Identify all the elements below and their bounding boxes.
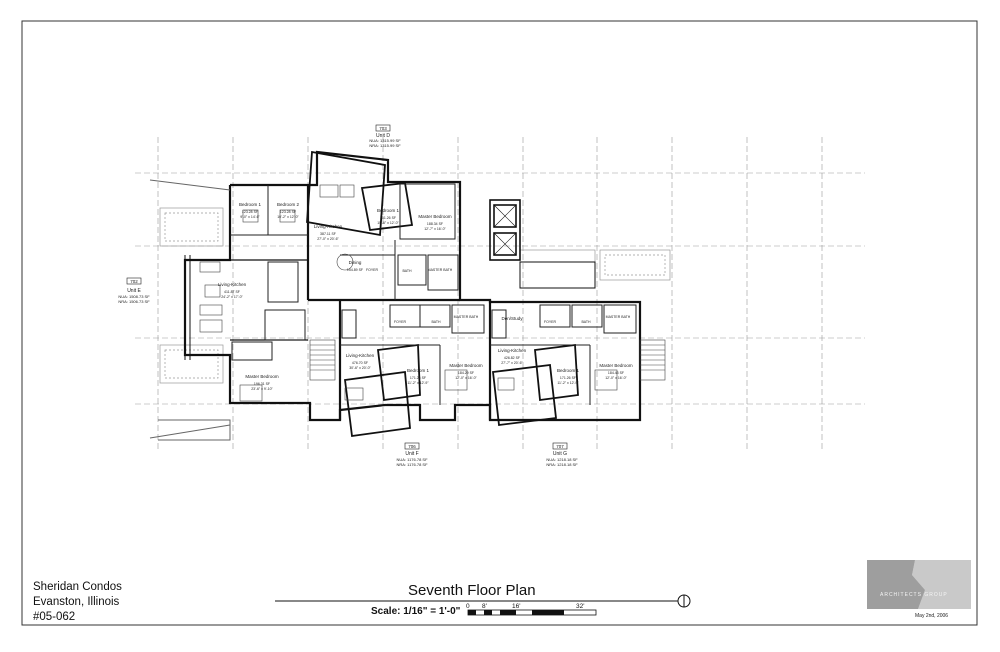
room-label: FOYER: [366, 268, 379, 272]
room-dims: 27'-7" x 20'-6": [501, 361, 523, 365]
unit-e-nra: NRA: 1506.73 SF: [118, 299, 150, 304]
room-area: 426.82 SF: [504, 356, 520, 360]
unit-e-number: 702: [130, 279, 138, 284]
unit-d-number: 703: [379, 126, 387, 131]
unit-e-nua: NUA: 1508.73 SF: [118, 294, 150, 299]
room-dims: 12'-0" x 16'-0": [605, 376, 627, 380]
room-area: 171.26 SF: [560, 376, 576, 380]
scale-tick: 16': [512, 603, 521, 610]
room-dims: 12'-7" x 16'-0": [424, 227, 446, 231]
elevator-core: [489, 199, 596, 289]
unit-f-name: Unit F: [405, 451, 418, 457]
room-label: Bedroom 2: [277, 202, 300, 207]
room-dims: 30'-6" x 20'-0": [349, 366, 371, 370]
room-label: Living-Kitchen: [218, 282, 247, 287]
room-label: Living-Kitchen: [346, 353, 375, 358]
unit-d-nua: NUA: 1315.99 SF: [369, 138, 401, 143]
room-label: MASTER BATH: [606, 315, 631, 319]
room-label: Master Bedroom: [245, 374, 279, 379]
room-dims: 10'-2" x 12'-0": [277, 215, 299, 219]
room-dims: 12'-0" x 16'-0": [455, 376, 477, 380]
unit-f-nra: NRA: 1176.78 SF: [396, 462, 428, 467]
room-dims: 24'-2" x 17'-0": [221, 295, 243, 299]
room-label: Bedroom 1: [407, 368, 430, 373]
room-area: 151.26 SF: [380, 216, 396, 220]
unit-g-nua: NUA: 1218.18 SF: [546, 457, 578, 462]
room-label: Dining: [349, 260, 362, 265]
room-label: BATH: [431, 320, 441, 324]
project-location: Evanston, Illinois: [33, 596, 120, 608]
column-grid: [135, 137, 865, 450]
room-area: 171.26 SF: [410, 376, 426, 380]
room-dims: 11'-2" x 12'-9": [407, 381, 429, 385]
unit-g-name: Unit G: [553, 451, 567, 457]
room-area: 476.70 SF: [352, 361, 368, 365]
room-label: FOYER: [544, 320, 557, 324]
room-area: 196.31 SF: [254, 382, 270, 386]
scale-tick: 32': [576, 603, 585, 610]
room-label: Bedroom 1: [239, 202, 262, 207]
room-area: 411.87 SF: [224, 290, 240, 294]
unit-d-name: Unit D: [376, 133, 390, 139]
room-dims: 27'-0" x 20'-6": [317, 237, 339, 241]
unit-f-nua: NUA: 1176.78 SF: [396, 457, 428, 462]
scale-bar: [467, 609, 597, 616]
firm-logo-text: ARCHITECTS GROUP: [880, 592, 948, 598]
project-name: Sheridan Condos: [33, 581, 122, 593]
unit-g-number: 707: [556, 444, 564, 449]
unit-g-nra: NRA: 1218.18 SF: [546, 462, 578, 467]
room-label: Living-Kitchen: [314, 224, 343, 229]
room-label: Master Bedroom: [418, 214, 452, 219]
furniture: [199, 184, 618, 402]
sheet-title: Seventh Floor Plan: [408, 582, 536, 599]
room-area: 123.28 SF: [280, 210, 296, 214]
stairs: [309, 339, 666, 381]
room-label: MASTER BATH: [454, 315, 479, 319]
room-label: Bedroom 1: [557, 368, 580, 373]
unit-d-nra: NRA: 1315.99 SF: [369, 143, 401, 148]
unit-tags: [126, 124, 568, 450]
room-dims: 23'-6" x 9'-10": [251, 387, 273, 391]
sheet-date: May 2nd, 2006: [915, 613, 949, 619]
room-area: 184.29 SF: [458, 371, 474, 375]
unit-e-glazing: [149, 179, 231, 441]
sheet-border: [21, 20, 978, 626]
unit-f-number: 706: [408, 444, 416, 449]
room-label: Master Bedroom: [449, 363, 483, 368]
room-area: 387.11 SF: [320, 232, 336, 236]
room-label: MASTER BATH: [428, 268, 453, 272]
firm-logo: [867, 560, 971, 609]
room-label: Master Bedroom: [599, 363, 633, 368]
bay-windows: [306, 150, 579, 438]
project-number: #05-062: [33, 611, 76, 623]
interior-walls: [230, 183, 637, 405]
scale-label: Scale: 1/16" = 1'-0": [371, 606, 461, 617]
room-dims: 15'-6" x 12'-0": [377, 221, 399, 225]
room-label: BATH: [581, 320, 591, 324]
scale-tick: 8': [482, 603, 487, 610]
project-info: Sheridan Condos Evanston, Illinois #05-0…: [33, 580, 122, 625]
room-label: BATH: [402, 269, 412, 273]
room-area: 154.89 SF: [347, 268, 363, 272]
room-label: Living-Kitchen: [498, 348, 527, 353]
room-area: 188.34 SF: [427, 222, 443, 226]
room-area: 123.28 SF: [242, 210, 258, 214]
room-label: Den/Study: [501, 316, 523, 321]
unit-e-name: Unit E: [127, 288, 141, 294]
scale-tick: 0: [466, 603, 470, 610]
room-label: Bedroom 1: [377, 208, 400, 213]
room-dims: 11'-2" x 12'-9": [557, 381, 579, 385]
room-area: 184.43 SF: [608, 371, 624, 375]
room-dims: 9'-0" x 14'-6": [240, 215, 260, 219]
room-label: FOYER: [394, 320, 407, 324]
